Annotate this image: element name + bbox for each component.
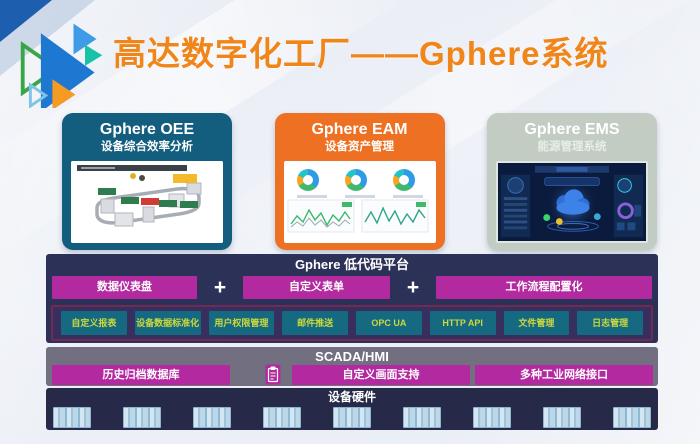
card-gphere-ems: Gphere EMS 能源管理系统 xyxy=(487,113,657,250)
platform-features-container: 自定义报表 设备数据标准化 用户权限管理 邮件推送 OPC UA HTTP AP… xyxy=(51,305,653,341)
lowcode-platform-panel: Gphere 低代码平台 数据仪表盘 + 自定义表单 + 工作流程配置化 自定义… xyxy=(46,254,658,343)
scada-history-database: 历史归档数据库 xyxy=(52,365,230,385)
status-label-red xyxy=(141,198,159,205)
hardware-row xyxy=(46,405,658,428)
cabinet-image xyxy=(123,407,161,428)
logo-triangle-orange xyxy=(52,79,76,108)
donut-chart xyxy=(344,169,375,198)
feature-custom-report: 自定义报表 xyxy=(61,311,127,335)
scada-hmi-panel: SCADA/HMI 历史归档数据库 自定义画面支持 多种工业网络接口 xyxy=(46,347,658,386)
platform-module-row: 数据仪表盘 + 自定义表单 + 工作流程配置化 xyxy=(46,276,658,299)
card-title: Gphere OEE xyxy=(99,121,195,138)
scada-custom-screen: 自定义画面支持 xyxy=(292,365,470,385)
donut-chart-row xyxy=(284,161,436,198)
cabinet-image xyxy=(263,407,301,428)
card-subtitle: 能源管理系统 xyxy=(537,141,607,153)
card-gphere-oee: Gphere OEE 设备综合效率分析 xyxy=(62,113,232,250)
cabinet-image xyxy=(193,407,231,428)
machine-block xyxy=(186,182,202,195)
status-label-green xyxy=(180,201,198,208)
energy-dot-yellow xyxy=(555,218,563,225)
energy-dot-blue xyxy=(593,213,601,221)
machine-block xyxy=(100,198,115,214)
feature-log-management: 日志管理 xyxy=(577,311,643,335)
eam-dashboard-screenshot xyxy=(283,161,436,243)
product-cards: Gphere OEE 设备综合效率分析 xyxy=(62,113,657,250)
feature-mail-push: 邮件推送 xyxy=(282,311,348,335)
module-workflow-config: 工作流程配置化 xyxy=(436,276,652,299)
module-data-dashboard: 数据仪表盘 xyxy=(52,276,197,299)
logo-triangle-teal xyxy=(85,44,103,66)
logo-triangle-outline-small xyxy=(28,82,49,108)
donut-chart xyxy=(296,169,327,198)
cabinet-image xyxy=(403,407,441,428)
card-title: Gphere EMS xyxy=(524,121,620,138)
cabinet-image xyxy=(53,407,91,428)
ems-dashboard-screenshot xyxy=(496,161,648,243)
alert-dot xyxy=(130,173,136,179)
feature-opc-ua: OPC UA xyxy=(356,311,422,335)
scada-industrial-network: 多种工业网络接口 xyxy=(475,365,653,385)
hardware-panel: 设备硬件 xyxy=(46,388,658,430)
card-subtitle: 设备资产管理 xyxy=(325,141,394,153)
cabinet-image xyxy=(543,407,581,428)
status-label-green xyxy=(159,200,177,207)
cabinet-image xyxy=(613,407,651,428)
machine-block xyxy=(114,212,134,227)
plus-separator: + xyxy=(406,276,420,299)
feature-file-management: 文件管理 xyxy=(503,311,570,335)
logo-triangle-lightblue xyxy=(73,23,97,55)
cabinet-image xyxy=(333,407,371,428)
clipboard-icon xyxy=(265,364,281,385)
status-label-green xyxy=(98,188,116,195)
oee-factory-screenshot xyxy=(71,161,223,243)
feature-http-api: HTTP API xyxy=(429,311,496,335)
line-charts xyxy=(287,199,428,233)
card-subtitle: 设备综合效率分析 xyxy=(101,141,193,153)
hardware-title: 设备硬件 xyxy=(327,390,376,404)
scada-item-row: 历史归档数据库 自定义画面支持 多种工业网络接口 xyxy=(46,364,658,385)
cabinet-image xyxy=(473,407,511,428)
platform-title: Gphere 低代码平台 xyxy=(294,257,410,272)
card-title: Gphere EAM xyxy=(311,121,408,138)
feature-device-data-standard: 设备数据标准化 xyxy=(134,311,201,335)
module-custom-form: 自定义表单 xyxy=(243,276,390,299)
scada-title: SCADA/HMI xyxy=(315,349,389,364)
energy-dot-green xyxy=(543,214,551,221)
alert-dot xyxy=(139,175,145,181)
feature-user-permission: 用户权限管理 xyxy=(208,311,275,335)
page-title: 高达数字化工厂——Gphere系统 xyxy=(113,35,609,72)
machine-block xyxy=(142,206,155,223)
triangles-logo-icon xyxy=(20,23,103,108)
donut-chart xyxy=(392,169,423,198)
logo-triangle-green-outline xyxy=(20,41,61,97)
status-label-orange xyxy=(173,174,197,183)
plus-separator: + xyxy=(213,276,227,299)
status-label-green xyxy=(121,197,139,204)
card-gphere-eam: Gphere EAM 设备资产管理 xyxy=(274,113,445,250)
